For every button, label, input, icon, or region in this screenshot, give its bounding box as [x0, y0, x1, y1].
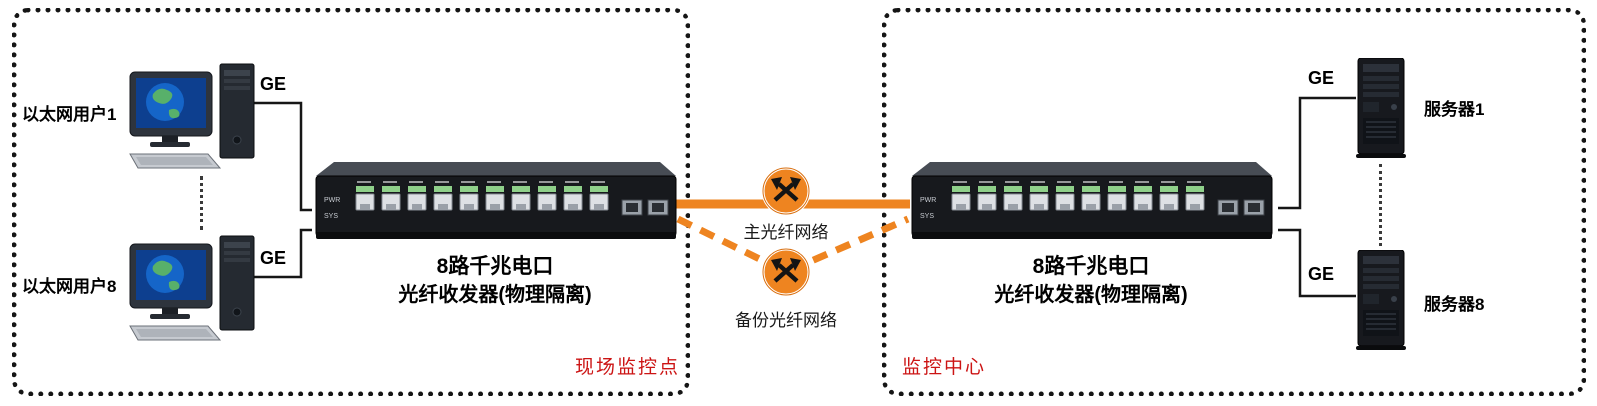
workstation-user8-icon: [129, 235, 255, 341]
wire-server1-to-transceiver: [1278, 96, 1356, 210]
workstation-user1-icon: [129, 63, 255, 169]
ge-link-label-user1: GE: [260, 74, 287, 94]
field-device-label: 8路千兆电口 光纤收发器(物理隔离): [326, 252, 664, 309]
server-8-icon: [1356, 250, 1407, 351]
fiber-transceiver-field-icon: [308, 160, 684, 246]
center-zone-label: 监控中心: [902, 357, 987, 378]
server8-label: 服务器8: [1424, 295, 1485, 314]
backup-fiber-label: 备份光纤网络: [735, 311, 837, 330]
server1-label: 服务器1: [1424, 100, 1485, 119]
user1-label: 以太网用户1: [22, 105, 117, 124]
ge-link-label-server1: GE: [1308, 68, 1335, 88]
main-fiber-network-icon: [763, 168, 809, 214]
center-device-subtitle: 光纤收发器(物理隔离): [994, 284, 1188, 307]
center-device-title: 8路千兆电口: [1032, 255, 1150, 278]
backup-fiber-network-icon: [763, 249, 809, 295]
field-zone-label: 现场监控点: [574, 357, 680, 378]
wire-server8-to-transceiver: [1278, 228, 1356, 298]
field-device-subtitle: 光纤收发器(物理隔离): [398, 284, 592, 307]
user8-label: 以太网用户8: [22, 277, 117, 296]
main-fiber-label: 主光纤网络: [743, 223, 829, 242]
ge-link-label-user8: GE: [260, 248, 287, 268]
center-device-label: 8路千兆电口 光纤收发器(物理隔离): [922, 252, 1260, 309]
fiber-transceiver-center-icon: [904, 160, 1280, 246]
wire-user1-to-transceiver: [253, 101, 312, 212]
server-1-icon: [1356, 58, 1407, 159]
ge-link-label-server8: GE: [1308, 264, 1335, 284]
servers-ellipsis-separator: [1379, 164, 1382, 246]
wire-user8-to-transceiver: [253, 228, 312, 279]
backup-fiber-link-line: [676, 215, 910, 276]
field-device-title: 8路千兆电口: [436, 255, 554, 278]
users-ellipsis-separator: [200, 176, 203, 230]
